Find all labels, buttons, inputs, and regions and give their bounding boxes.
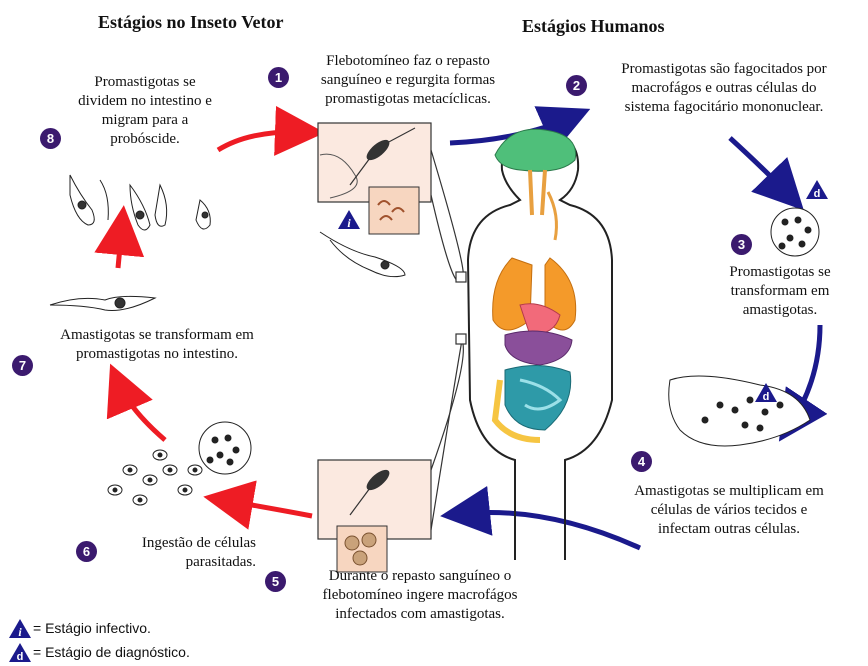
step-3-badge: 3	[731, 234, 752, 255]
sandfly-feeding-box-bottom	[318, 460, 431, 572]
arrow-5-to-6	[223, 500, 312, 516]
diagnostic-stage-marker-4: d	[755, 383, 777, 402]
svg-text:d: d	[17, 651, 24, 662]
svg-text:d: d	[814, 188, 821, 199]
step-5-badge: 5	[265, 571, 286, 592]
infected-macrophage	[771, 208, 819, 256]
infected-tissue-cells	[669, 376, 810, 446]
sandfly-feeding-box-top	[318, 123, 431, 234]
connector-lines	[431, 150, 466, 530]
arrow-7-to-8	[118, 225, 122, 268]
arrow-2-to-3	[730, 138, 790, 196]
arrow-6-to-7	[118, 382, 165, 440]
step-2-badge: 2	[566, 75, 587, 96]
parasitized-cells	[108, 422, 251, 505]
legend-diagnostic-label: = Estágio de diagnóstico.	[33, 644, 190, 660]
legend-infective-icon: i	[9, 619, 31, 638]
promastigote-infective	[320, 232, 405, 277]
human-figure	[468, 129, 612, 560]
diagnostic-stage-marker-3: d	[806, 180, 828, 199]
legend-infective-label: = Estágio infectivo.	[33, 620, 151, 636]
infective-stage-marker: i	[338, 210, 360, 229]
promastigote-gut	[50, 296, 155, 310]
promastigote-cluster	[70, 175, 210, 230]
human-stages-header: Estágios Humanos	[522, 16, 665, 37]
step-1-badge: 1	[268, 67, 289, 88]
legend-diagnostic-icon: d	[9, 643, 31, 662]
insect-stages-header: Estágios no Inseto Vetor	[98, 12, 284, 33]
step-4-badge: 4	[631, 451, 652, 472]
svg-text:d: d	[763, 391, 770, 402]
